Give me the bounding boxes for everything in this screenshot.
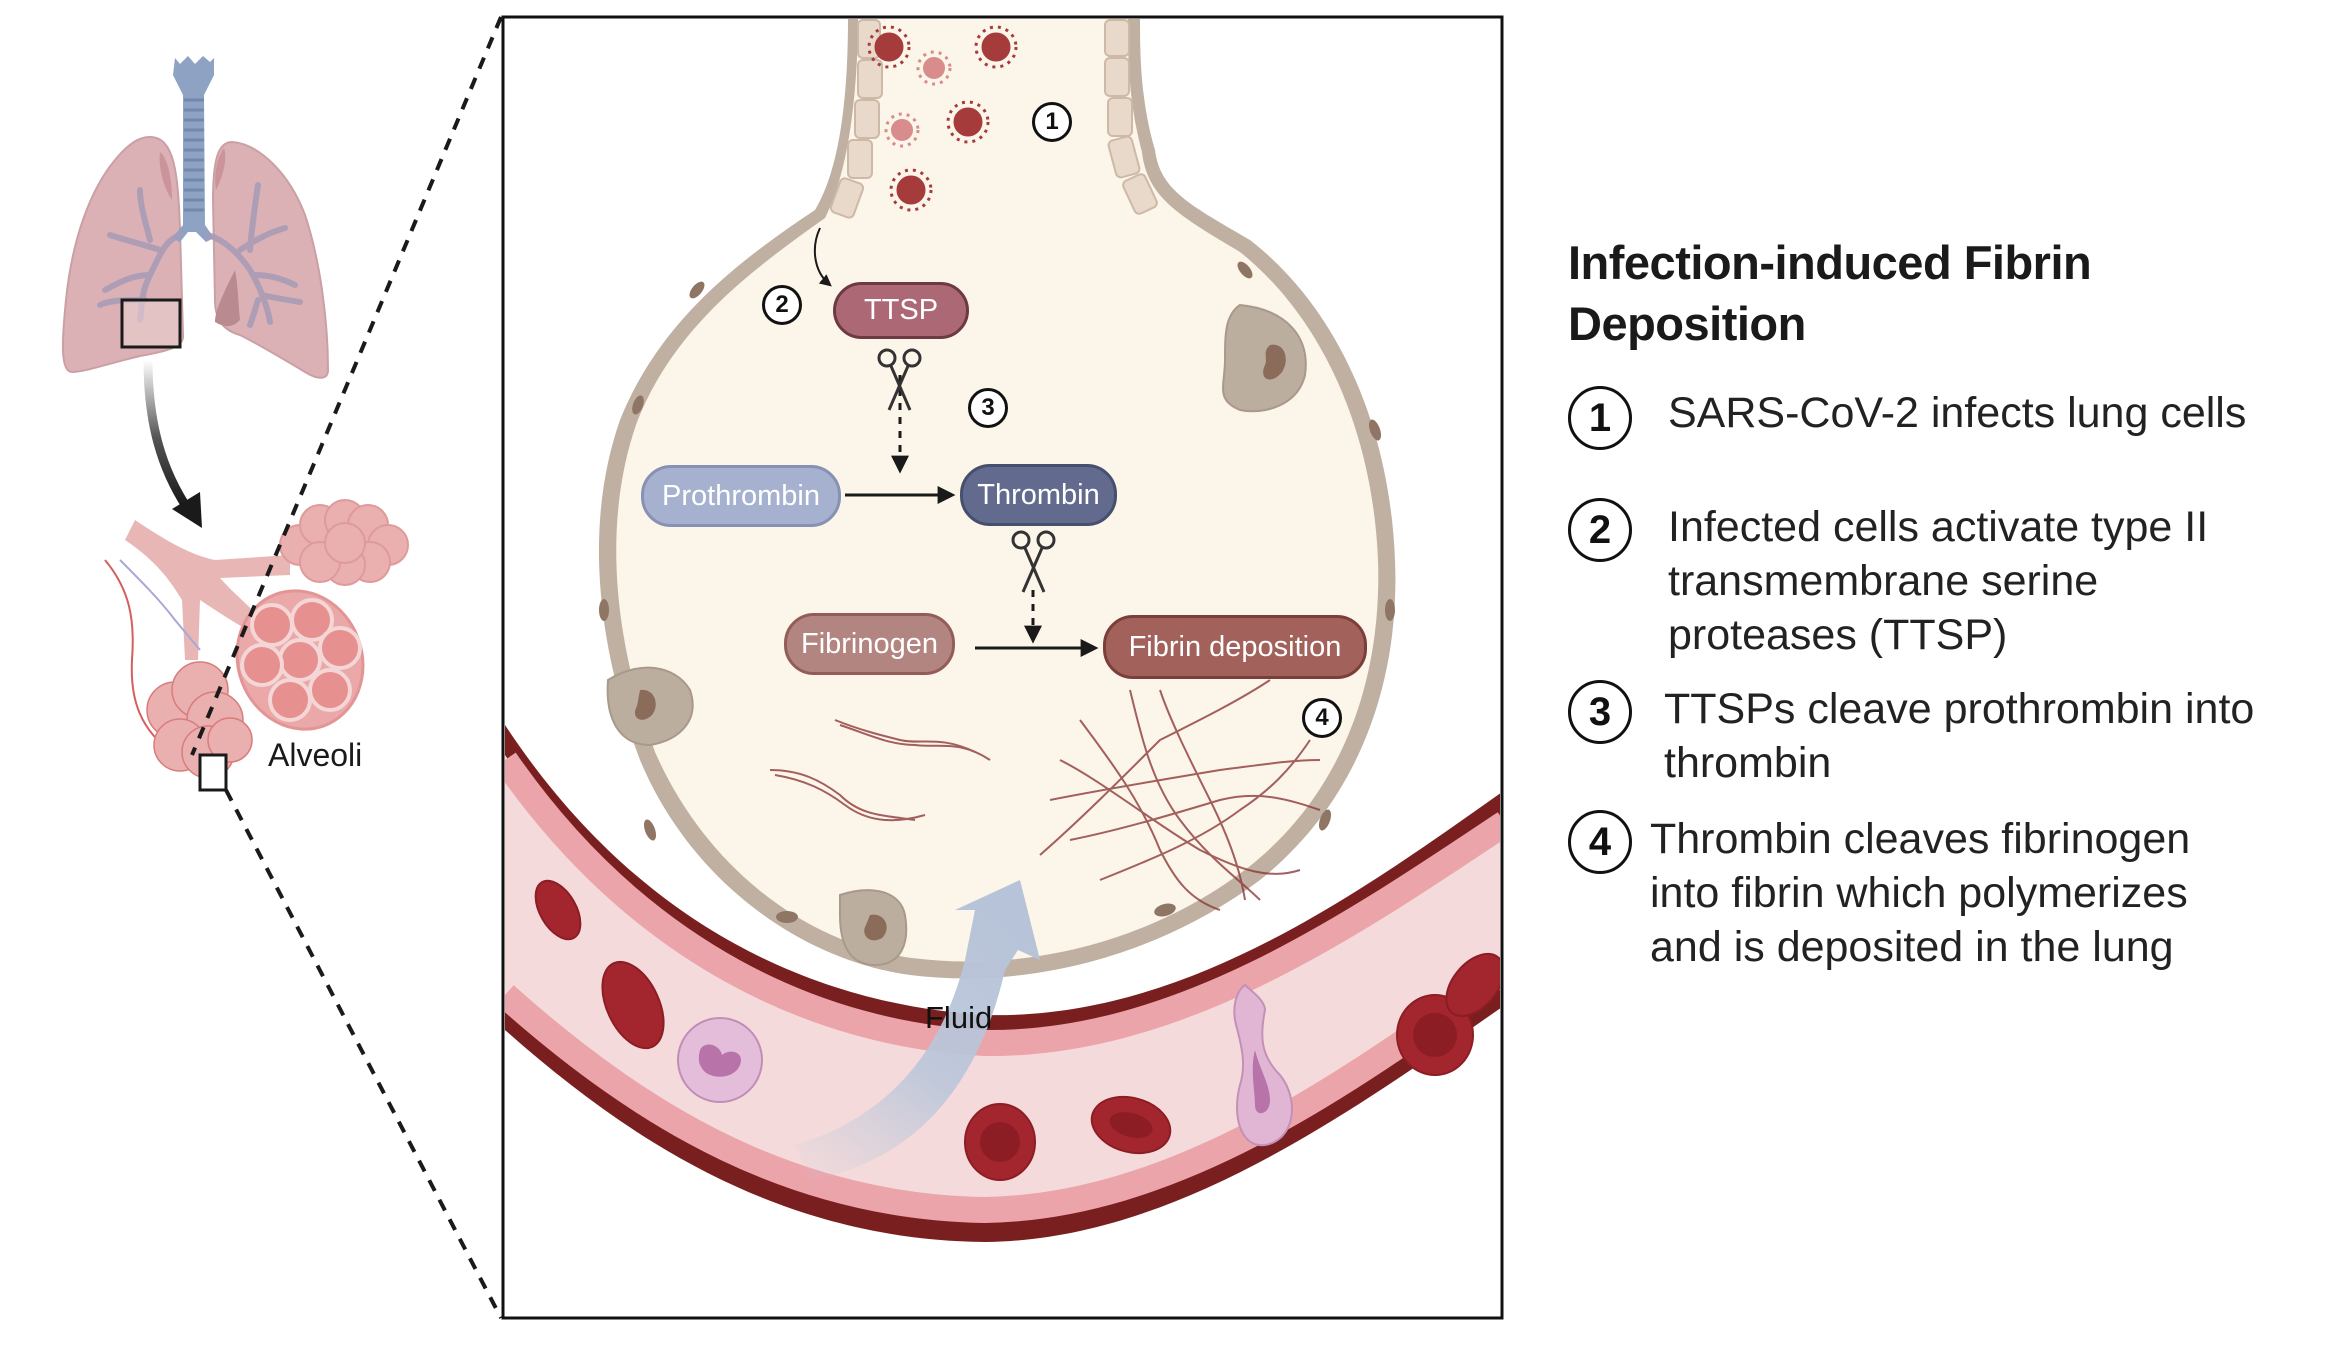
- alveoli-label: Alveoli: [268, 737, 363, 773]
- lung-zoom-box: [120, 298, 182, 349]
- sars-cov-2-virions: [867, 25, 1018, 212]
- scissors-icon: [877, 348, 922, 411]
- fluid-arrow: [795, 880, 1040, 1180]
- alveolus-detail: [505, 19, 1500, 1242]
- fibrinogen-node: Fibrinogen: [784, 613, 955, 675]
- panel-item-1: 1 SARS-CoV-2 infects lung cells: [1568, 386, 2328, 450]
- epithelial-cells: [829, 19, 1158, 219]
- panel-item-4: 4 Thrombin cleaves fibrinogen into fibri…: [1568, 810, 2268, 974]
- alveoli-zoom-box: [198, 753, 228, 792]
- alveoli-illustration: [104, 499, 409, 792]
- fibrin-deposition-node: Fibrin deposition: [1103, 615, 1367, 679]
- neutrophil: [677, 1017, 763, 1103]
- step-marker-1: 1: [1032, 102, 1072, 142]
- panel-title: Infection-induced Fibrin Deposition: [1568, 236, 2092, 350]
- step-badge: 2: [1568, 498, 1632, 562]
- zoom-guide-lines: [190, 16, 503, 1319]
- ttsp-node: TTSP: [833, 282, 969, 339]
- panel-item-text: Infected cells activate type II transmem…: [1668, 503, 2209, 659]
- transmigrating-neutrophil: [1233, 983, 1293, 1147]
- panel-item-text: TTSPs cleave prothrombin into thrombin: [1664, 685, 2255, 787]
- panel-item-3: 3 TTSPs cleave prothrombin into thrombin: [1568, 680, 2328, 790]
- thrombin-node: Thrombin: [960, 464, 1117, 526]
- pathway-arrows: [813, 227, 1099, 657]
- panel-item-2: 2 Infected cells activate type II transm…: [1568, 498, 2288, 662]
- step-badge: 4: [1568, 810, 1632, 874]
- step-marker-2: 2: [762, 285, 802, 325]
- step-badge: 3: [1568, 680, 1632, 744]
- step-badge: 1: [1568, 386, 1632, 450]
- step-marker-4: 4: [1302, 698, 1342, 738]
- panel-item-text: SARS-CoV-2 infects lung cells: [1668, 389, 2247, 437]
- prothrombin-node: Prothrombin: [641, 465, 841, 527]
- fibrin-strands: [769, 679, 1321, 911]
- scissors-icon: [1011, 530, 1056, 593]
- fluid-label: Fluid: [925, 1000, 993, 1035]
- panel-item-text: Thrombin cleaves fibrinogen into fibrin …: [1650, 815, 2191, 971]
- step-marker-3: 3: [968, 388, 1008, 428]
- right-lung: [211, 140, 330, 379]
- lungs-illustration: [61, 56, 330, 379]
- zoom-arrow: [143, 359, 202, 528]
- detail-frame: [501, 15, 1504, 1320]
